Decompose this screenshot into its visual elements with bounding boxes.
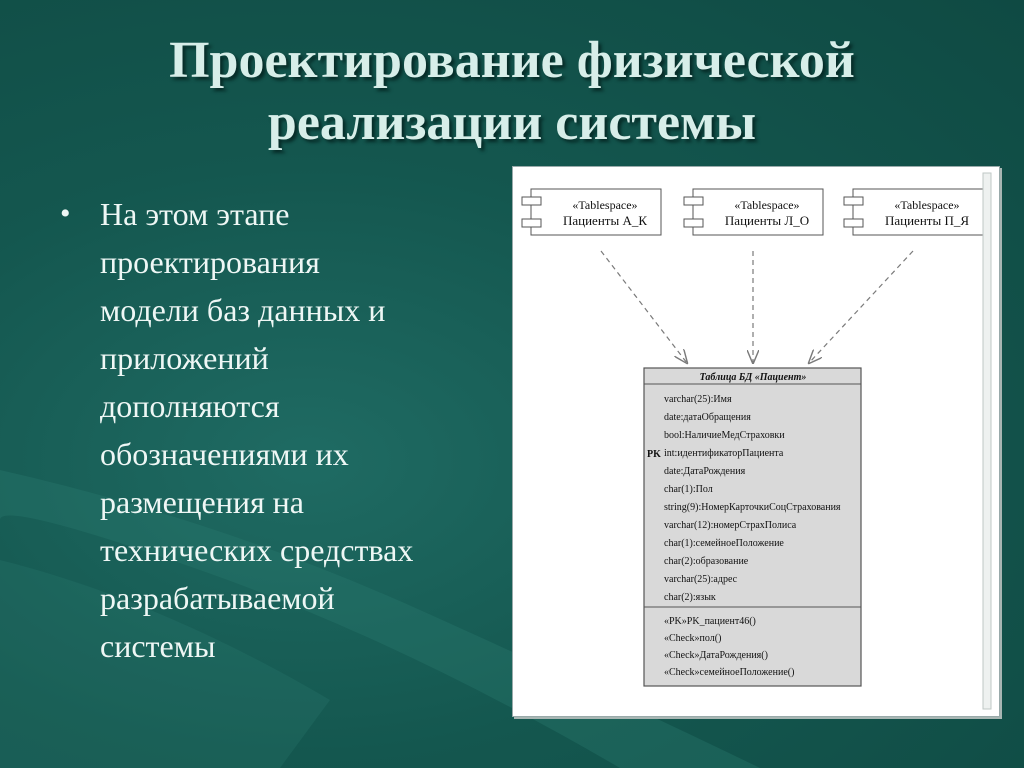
table-operation: «Check»пол() [664, 633, 721, 644]
bullet-line: разрабатываемой [100, 580, 335, 616]
bullet-list: • На этом этапе проектирования модели ба… [60, 190, 500, 670]
table-attribute: char(2):язык [664, 592, 716, 603]
uml-diagram: «Tablespace» Пациенты А_К «Tablespace» П… [512, 166, 1000, 717]
bullet-line: дополняются [100, 388, 280, 424]
title-line-2: реализации системы [267, 94, 757, 151]
bullet-line: приложений [100, 340, 269, 376]
table-attribute: varchar(25):адрес [664, 574, 738, 585]
bullet-line: системы [100, 628, 216, 664]
bullet-dot-icon: • [60, 197, 71, 230]
tablespace-name: Пациенты П_Я [885, 213, 969, 228]
bullet-text: На этом этапе проектирования модели баз … [100, 190, 500, 670]
table-operation: «PK»PK_пациент46() [664, 616, 756, 627]
tablespace-component-2: «Tablespace» Пациенты Л_О [683, 188, 824, 236]
figure-edge [982, 172, 992, 710]
dependency-arrow-3 [809, 250, 914, 363]
table-attribute: bool:НаличиеМедСтраховки [664, 430, 785, 441]
tablespace-stereotype: «Tablespace» [894, 198, 959, 212]
tablespace-stereotype: «Tablespace» [572, 198, 637, 212]
tablespace-component-1: «Tablespace» Пациенты А_К [521, 188, 662, 236]
tablespace-name: Пациенты А_К [563, 213, 647, 228]
bullet-line: проектирования [100, 244, 320, 280]
table-header: Таблица БД «Пациент» [700, 372, 807, 383]
table-attribute: string(9):НомерКарточкиСоцСтрахования [664, 502, 841, 513]
table-attribute: char(1):Пол [664, 484, 713, 495]
tablespace-stereotype: «Tablespace» [734, 198, 799, 212]
tablespace-component-3: «Tablespace» Пациенты П_Я [843, 188, 984, 236]
table-operation: «Check»семейноеПоложение() [664, 667, 794, 678]
table-attribute: date:ДатаРождения [664, 466, 746, 477]
table-attribute: varchar(12):номерСтрахПолиса [664, 520, 797, 531]
table-operation: «Check»ДатаРождения() [664, 650, 768, 661]
table-attribute: int:идентификаторПациента [664, 448, 784, 459]
bullet-line: модели баз данных и [100, 292, 386, 328]
pk-marker: PK [647, 449, 661, 460]
bullet-item: • На этом этапе проектирования модели ба… [60, 190, 500, 670]
table-attribute: date:датаОбращения [664, 412, 751, 423]
tablespace-name: Пациенты Л_О [725, 213, 809, 228]
table-attribute: varchar(25):Имя [664, 394, 732, 405]
db-table-class: Таблица БД «Пациент» PK varchar(25):Имя … [643, 367, 862, 687]
bullet-line: размещения на [100, 484, 304, 520]
bullet-line: На этом этапе [100, 196, 290, 232]
title-line-1: Проектирование физической [169, 32, 855, 89]
table-attribute: char(1):семейноеПоложение [664, 538, 784, 549]
slide-title: Проектирование физической реализации сис… [0, 30, 1024, 154]
table-attribute: char(2):образование [664, 556, 749, 567]
bullet-line: технических средствах [100, 532, 414, 568]
dependency-arrow-1 [600, 250, 687, 363]
bullet-line: обозначениями их [100, 436, 349, 472]
